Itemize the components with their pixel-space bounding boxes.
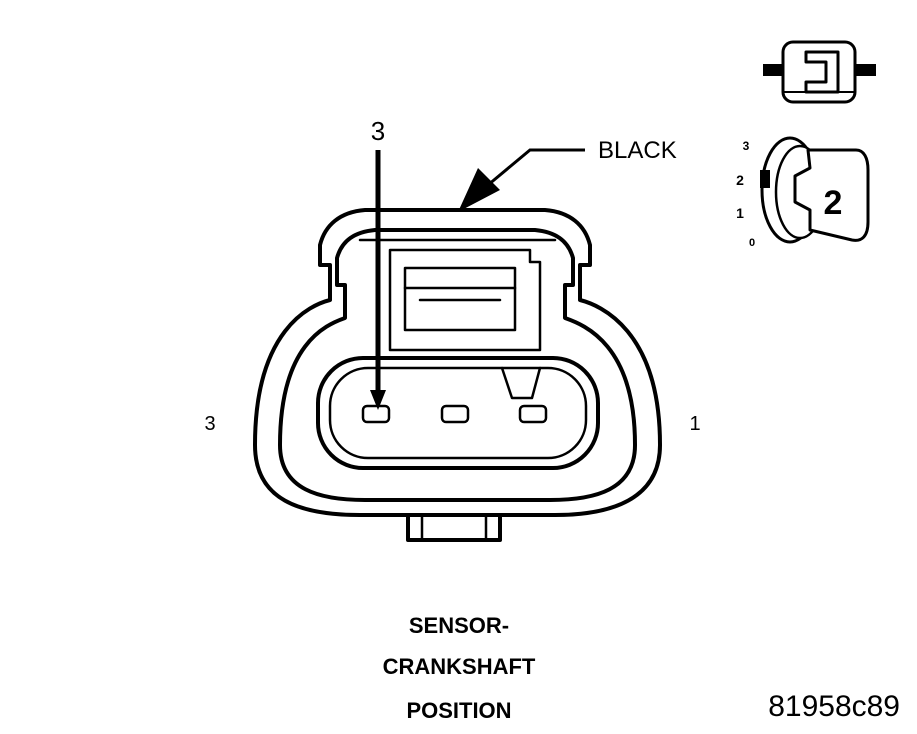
view-indicator-icon (760, 136, 870, 244)
polarizing-key (500, 366, 542, 400)
connector-latch (358, 238, 557, 352)
pin-terminal-3 (361, 404, 391, 424)
pin-terminal-2 (440, 404, 470, 424)
view-scale-label-1: 1 (736, 205, 744, 221)
housing-color-label: BLACK (598, 137, 677, 164)
pin-pointer-arrow (370, 150, 386, 410)
connector-inner-outline (278, 228, 637, 502)
bottom-lock-tab (406, 513, 502, 542)
right-side-pin-label: 1 (689, 413, 700, 435)
diagram-title-line-2: CRANKSHAFT (383, 654, 536, 679)
pin-cavity-panel-inner (328, 366, 588, 460)
diagram-title-line-1: SENSOR- (409, 613, 509, 638)
connector-side-icon (763, 40, 876, 104)
color-leader-arrow (458, 148, 585, 212)
view-scale-label-0: 0 (749, 237, 755, 249)
connector-outer-body (253, 208, 662, 517)
pointer-pin-label: 3 (371, 116, 385, 146)
pin-cavity-panel (316, 356, 600, 470)
left-side-pin-label: 3 (204, 413, 215, 435)
diagram-title-line-3: POSITION (406, 698, 511, 723)
view-scale-label-2: 2 (736, 172, 744, 188)
pin-terminal-1 (518, 404, 548, 424)
figure-id: 81958c89 (768, 690, 900, 723)
view-number: 2 (824, 184, 843, 222)
view-scale-label-3: 3 (743, 139, 750, 153)
connector-housing (253, 208, 662, 542)
